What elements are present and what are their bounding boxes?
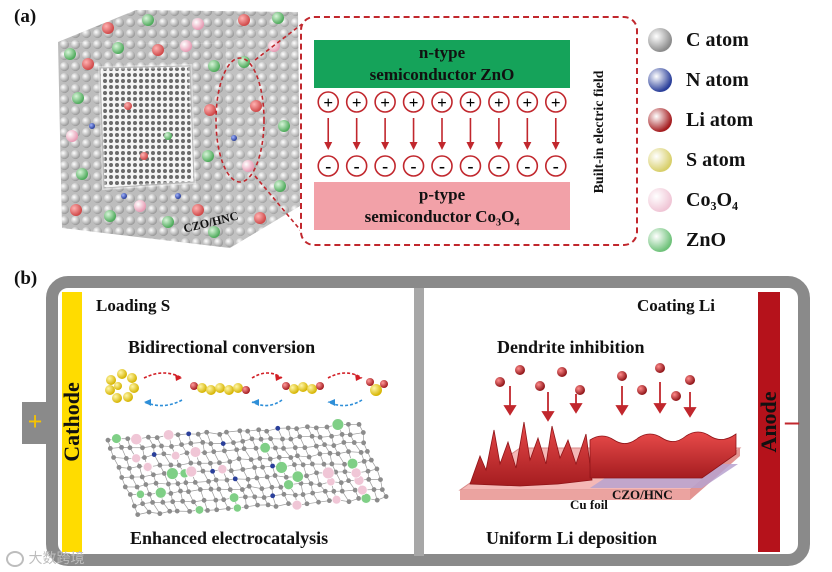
uniform-li-deposition-caption: Uniform Li deposition [486,528,657,549]
battery-separator [414,288,424,556]
legend-atom-swatch [648,28,672,52]
negative-charge-sign: - [553,156,559,176]
built-in-field-label: Built-in electric field [592,71,608,194]
legend-label: S atom [686,149,745,172]
legend-item: N atom [648,60,828,100]
legend-atom-swatch [648,108,672,132]
catalyst-sheet-illustration [98,410,404,518]
legend-item: S atom [648,140,828,180]
legend-label: C atom [686,29,749,52]
legend-label: Li atom [686,109,753,132]
legend-item: C atom [648,20,828,60]
legend-item: Co₃O₄ [648,180,828,220]
positive-charge-sign: + [352,93,362,112]
li-arrows [505,382,695,420]
legend-label: ZnO [686,229,726,252]
positive-charge-sign: + [522,93,532,112]
czo-hnc-coating-label: CZO/HNC [612,487,673,503]
field-arrow-head [381,142,389,150]
field-arrow-head [324,142,332,150]
negative-charge-sign: - [354,156,360,176]
field-arrow-head [466,142,474,150]
panel-b-label: (b) [14,268,37,290]
field-arrow-head [410,142,418,150]
p-type-label-line1: p-type [314,184,570,206]
field-arrow-head [495,142,503,150]
legend-atom-swatch [648,68,672,92]
positive-charge-sign: + [323,93,333,112]
enhanced-electrocatalysis-caption: Enhanced electrocatalysis [130,528,328,549]
legend-atom-swatch [648,228,672,252]
negative-charge-sign: - [439,156,445,176]
positive-charge-sign: + [466,93,476,112]
watermark-text: 大数跨境 [28,551,84,567]
n-type-layer: n-type semiconductor ZnO [314,40,570,88]
field-arrow-head [438,142,446,150]
p-type-layer: p-type semiconductor Co₃O₄ [314,182,570,230]
bidirectional-conversion-title: Bidirectional conversion [128,337,315,358]
li2s-chain-long [190,382,250,395]
field-arrow-head [523,142,531,150]
field-arrow-head [353,142,361,150]
positive-charge-sign: + [409,93,419,112]
positive-charge-sign: + [380,93,390,112]
backward-arrows [144,400,362,406]
legend-item: ZnO [648,220,828,260]
legend-item: Li atom [648,100,828,140]
legend-label: N atom [686,69,749,92]
field-arrow-head [552,142,560,150]
legend-atom-swatch [648,148,672,172]
s8-ring [105,369,139,403]
coating-li-title: Coating Li [637,296,715,316]
anode-label: Anode [756,391,782,452]
li2s-chain-short [282,382,324,394]
negative-charge-sign: - [411,156,417,176]
anode-terminal-sign: – [780,404,804,440]
negative-charge-sign: - [382,156,388,176]
legend-label: Co₃O₄ [686,189,738,212]
li-deposition-illustration [440,360,752,516]
p-type-label-line2: semiconductor Co₃O₄ [314,206,570,228]
watermark-logo-icon [6,551,24,567]
cu-foil-label: Cu foil [570,497,608,513]
negative-charge-sign: - [467,156,473,176]
nanoparticles [112,419,371,514]
falling-li-ions [495,363,695,401]
li2s-molecule [366,378,388,396]
watermark: 大数跨境 [6,548,84,568]
loading-s-title: Loading S [96,296,170,316]
negative-charge-sign: - [325,156,331,176]
negative-charge-sign: - [496,156,502,176]
negative-charge-sign: - [524,156,530,176]
positive-charge-sign: + [551,93,561,112]
positive-charge-sign: + [494,93,504,112]
positive-charge-sign: + [437,93,447,112]
dendrite-inhibition-title: Dendrite inhibition [497,337,645,358]
legend-atom-swatch [648,188,672,212]
charge-layer: + - + - + - + - + - + - + - + - + - [314,90,570,180]
sulfur-conversion-illustration [100,364,400,412]
cathode-label: Cathode [59,382,85,461]
n-type-label-line1: n-type [314,42,570,64]
cathode-terminal-sign: + [22,404,48,440]
n-type-label-line2: semiconductor ZnO [314,64,570,86]
